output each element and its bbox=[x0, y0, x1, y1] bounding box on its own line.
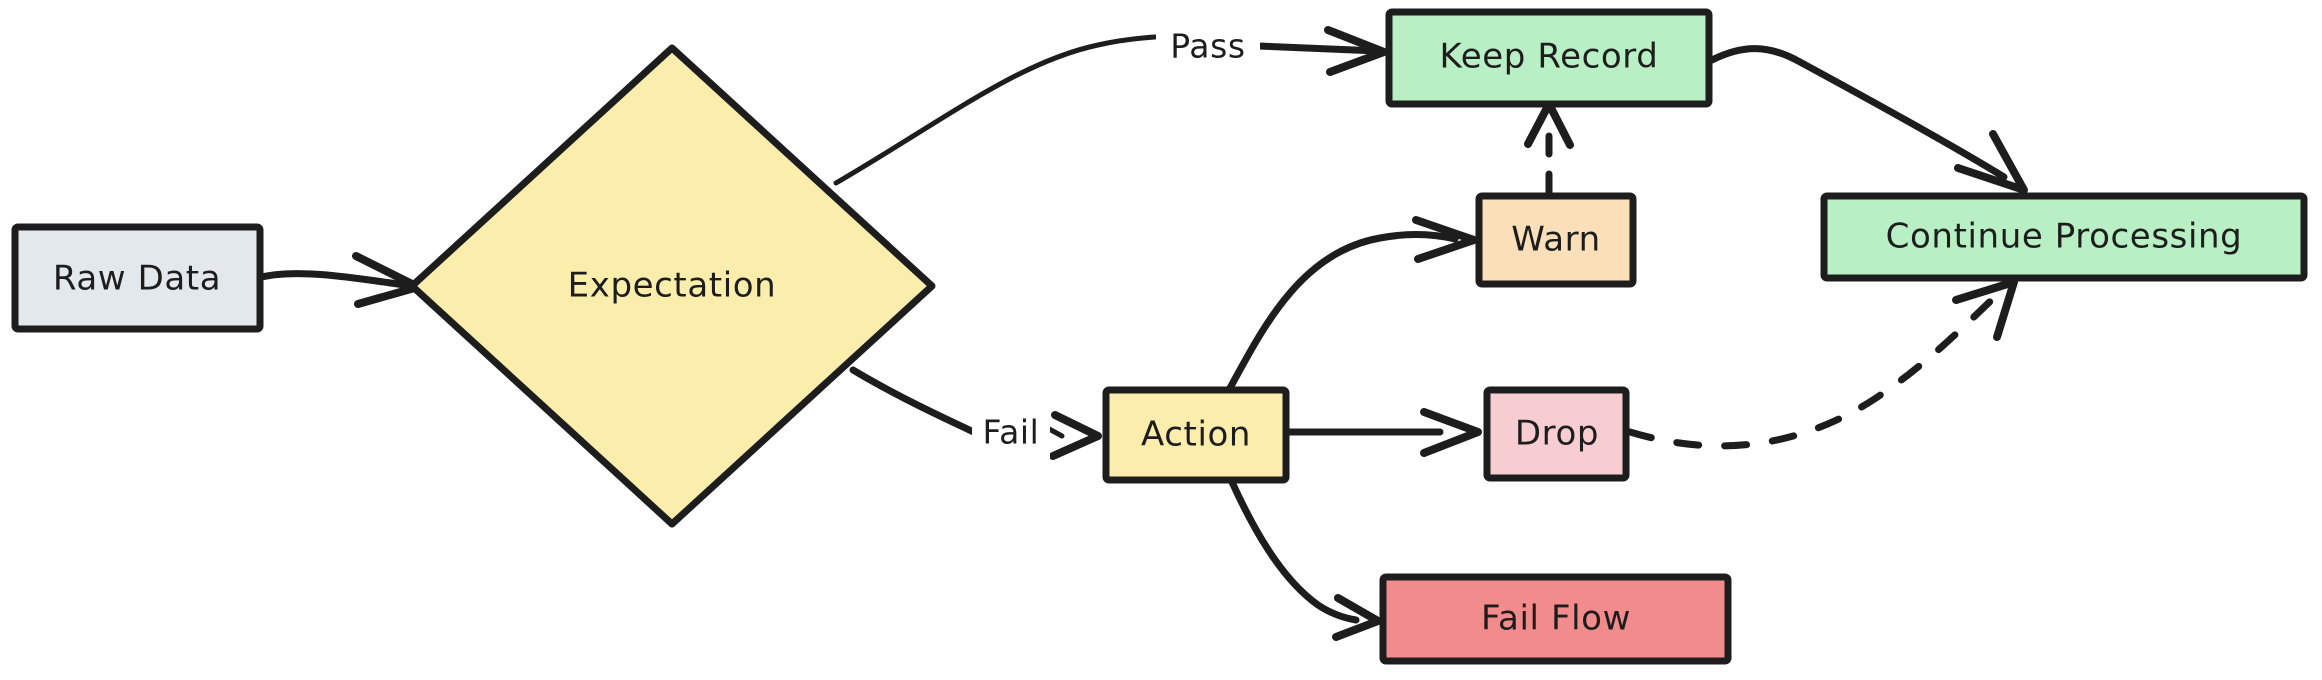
node-keep-record[interactable]: Keep Record bbox=[1385, 8, 1713, 108]
keep-record-box[interactable] bbox=[1385, 8, 1713, 108]
edge-expectation-to-keep-record[interactable] bbox=[833, 26, 1388, 186]
action-label: Action bbox=[1141, 415, 1251, 455]
edge-label-fail: Fail bbox=[972, 406, 1050, 460]
edge-label-pass: Pass bbox=[1156, 20, 1260, 74]
node-warn[interactable]: Warn bbox=[1475, 192, 1637, 288]
warn-box[interactable] bbox=[1475, 192, 1637, 288]
continue-processing-box[interactable] bbox=[1820, 192, 2308, 282]
raw-data-label: Raw Data bbox=[53, 259, 221, 299]
drop-box[interactable] bbox=[1483, 386, 1630, 482]
fail-flow-label: Fail Flow bbox=[1481, 599, 1631, 639]
keep-record-label: Keep Record bbox=[1440, 37, 1659, 77]
fail-label: Fail bbox=[983, 413, 1040, 452]
edge-raw-data-to-expectation[interactable] bbox=[258, 252, 422, 308]
raw-data-box[interactable] bbox=[11, 223, 264, 333]
node-continue-processing[interactable]: Continue Processing bbox=[1820, 192, 2308, 282]
fail-flow-box[interactable] bbox=[1379, 573, 1732, 665]
expectation-diamond[interactable] bbox=[408, 44, 936, 528]
expectation-label: Expectation bbox=[568, 266, 777, 306]
node-fail-flow[interactable]: Fail Flow bbox=[1379, 573, 1732, 665]
node-action[interactable]: Action bbox=[1102, 386, 1290, 484]
pass-label: Pass bbox=[1170, 27, 1245, 66]
edge-keep-record-to-continue-processing[interactable] bbox=[1708, 45, 2028, 194]
warn-label: Warn bbox=[1511, 220, 1601, 260]
node-expectation[interactable]: Expectation bbox=[408, 44, 936, 528]
node-raw-data[interactable]: Raw Data bbox=[11, 223, 264, 333]
pass-label-backdrop bbox=[1156, 20, 1260, 74]
edge-warn-to-keep-record[interactable] bbox=[1524, 100, 1574, 196]
continue-processing-label: Continue Processing bbox=[1886, 217, 2243, 257]
edge-action-to-drop[interactable] bbox=[1286, 408, 1482, 457]
fail-label-backdrop bbox=[972, 406, 1050, 460]
action-box[interactable] bbox=[1102, 386, 1290, 484]
edge-drop-to-continue-processing[interactable] bbox=[1626, 278, 2018, 450]
drop-label: Drop bbox=[1515, 414, 1599, 454]
node-drop[interactable]: Drop bbox=[1483, 386, 1630, 482]
edge-action-to-warn[interactable] bbox=[1226, 216, 1478, 392]
edge-action-to-fail-flow[interactable] bbox=[1228, 478, 1382, 641]
